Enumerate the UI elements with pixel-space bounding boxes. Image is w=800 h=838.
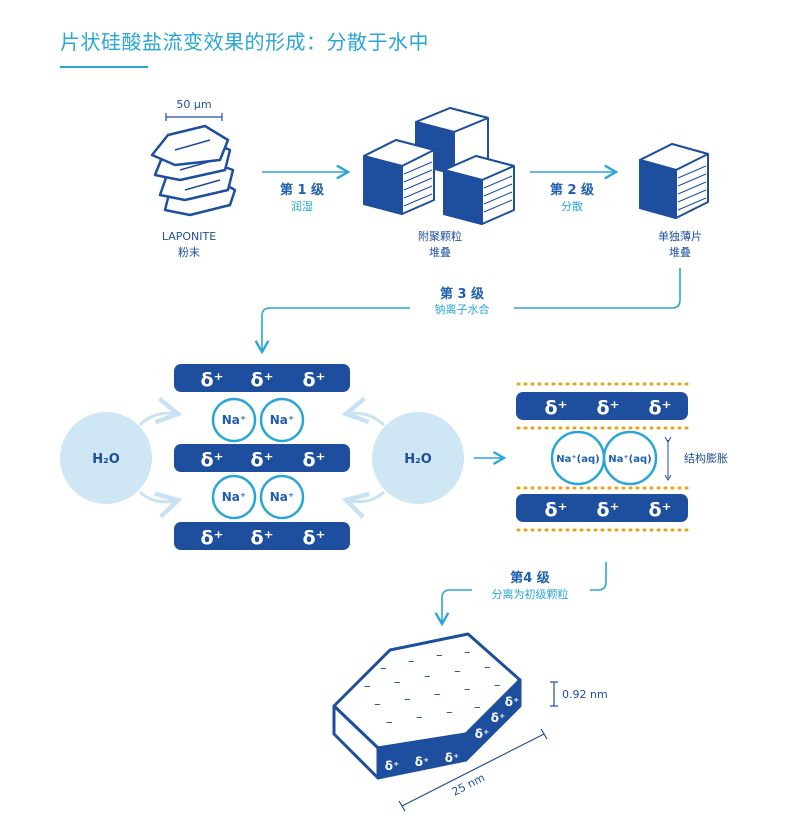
svg-text:Na⁺(aq): Na⁺(aq) [608,454,651,465]
svg-text:–: – [446,705,453,720]
svg-text:–: – [408,654,415,669]
swelling-label: 结构膨胀 [684,451,728,465]
svg-text:Na⁺: Na⁺ [222,490,246,504]
clay-layer [174,364,350,392]
width-label: 25 nm [450,771,487,799]
clay-layer [516,392,688,420]
delta-charge: δ⁺ [648,499,671,521]
single-label-line2: 堆叠 [669,246,691,259]
svg-text:–: – [386,715,393,730]
thickness-label: 0.92 nm [562,688,608,701]
svg-text:–: – [474,700,481,715]
delta-charge: δ⁺ [544,499,567,521]
stage3-title: 第 3 级 [440,286,485,302]
svg-text:–: – [394,675,401,690]
delta-charge: δ⁺ [302,527,325,549]
powder-label-line1: LAPONITE [162,230,216,243]
powder-label-line2: 粉末 [178,245,200,259]
delta-charge: δ⁺ [596,499,619,521]
svg-text:δ⁺: δ⁺ [445,751,460,765]
stage1-title: 第 1 级 [280,182,325,198]
single-label-line1: 单独薄片 [658,229,702,243]
hydrated-sodium-ion [602,430,658,486]
surface-charges: – – – – – – – – – – – – – – – – – – [364,645,501,730]
svg-text:Na⁺: Na⁺ [270,490,294,504]
svg-text:–: – [380,661,387,676]
svg-text:δ⁺: δ⁺ [385,759,400,773]
svg-text:δ⁺: δ⁺ [415,755,430,769]
powder-illustration [150,124,237,217]
stage4-subtitle: 分离为初级颗粒 [492,587,569,601]
h2o-label-left: H₂O [92,452,120,467]
scale-bar: 50 µm [165,98,223,121]
single-stack-illustration [639,143,709,219]
sodium-ion [211,397,257,443]
delta-charge: δ⁺ [200,449,223,471]
svg-text:–: – [374,697,381,712]
svg-text:–: – [464,645,471,660]
delta-charge: δ⁺ [302,449,325,471]
svg-text:–: – [424,669,431,684]
sodium-ion [259,474,305,520]
delta-charge: δ⁺ [250,449,273,471]
stage2-subtitle: 分散 [561,199,583,213]
water-circle-right [372,412,464,504]
thickness-dimension: 0.92 nm [550,681,608,707]
clay-layer [174,444,350,472]
delta-charge: δ⁺ [648,397,671,419]
svg-text:–: – [484,660,491,675]
delta-charge: δ⁺ [544,397,567,419]
stage3-subtitle: 钠离子水合 [435,302,490,316]
scale-label: 50 µm [176,98,211,111]
svg-text:–: – [416,710,423,725]
svg-text:Na⁺: Na⁺ [270,413,294,427]
stage2-title: 第 2 级 [550,182,595,198]
delta-charge: δ⁺ [200,527,223,549]
svg-text:–: – [434,687,441,702]
swelling-block: δ⁺ δ⁺ δ⁺ Na⁺(aq) Na⁺(aq) δ⁺ δ⁺ δ⁺ 结构膨胀 [516,382,728,532]
primary-particle [332,632,522,780]
sodium-ion [211,474,257,520]
svg-text:–: – [464,682,471,697]
aggregate-label-line1: 附聚颗粒 [418,229,462,243]
svg-text:–: – [436,648,443,663]
delta-charge: δ⁺ [302,369,325,391]
clay-layer [174,522,350,550]
delta-charge: δ⁺ [250,527,273,549]
svg-text:–: – [364,679,371,694]
water-circle-left [60,412,152,504]
svg-text:–: – [494,678,501,693]
title-underline [60,66,148,68]
svg-text:δ⁺: δ⁺ [475,727,490,741]
svg-text:–: – [454,664,461,679]
edge-charges: δ⁺ δ⁺ δ⁺ δ⁺ δ⁺ δ⁺ [385,695,520,773]
stage4-title: 第4 级 [510,570,551,586]
stage1-subtitle: 润湿 [291,199,313,213]
clay-layer [516,494,688,522]
sodium-ion [259,397,305,443]
hydration-block: H₂O H₂O δ⁺ δ⁺ δ⁺ Na⁺ Na⁺ δ⁺ δ⁺ δ⁺ Na⁺ Na… [60,364,464,550]
aggregate-illustration [363,107,515,225]
svg-text:Na⁺: Na⁺ [222,413,246,427]
delta-charge: δ⁺ [250,369,273,391]
page-title: 片状硅酸盐流变效果的形成：分散于水中 [60,30,429,54]
h2o-label-right: H₂O [404,452,432,467]
svg-text:–: – [404,692,411,707]
svg-text:Na⁺(aq): Na⁺(aq) [556,454,599,465]
aggregate-label-line2: 堆叠 [429,246,451,259]
svg-text:δ⁺: δ⁺ [505,695,520,709]
svg-text:δ⁺: δ⁺ [491,711,506,725]
delta-charge: δ⁺ [200,369,223,391]
delta-charge: δ⁺ [596,397,619,419]
